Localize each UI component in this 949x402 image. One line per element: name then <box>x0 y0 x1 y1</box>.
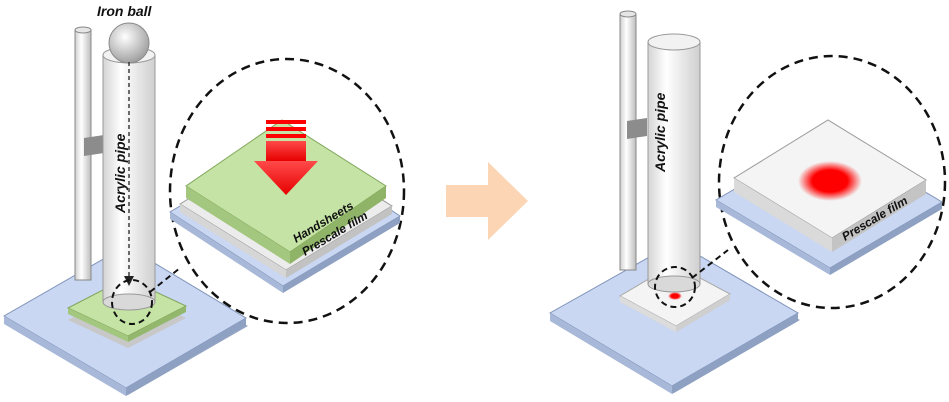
small-impact-mark <box>668 292 682 300</box>
right-clamp <box>627 118 647 139</box>
large-impact-mark <box>798 161 862 201</box>
right-magnifier <box>715 54 947 310</box>
right-film-on-base <box>618 263 732 332</box>
left-zoom-source-circle <box>111 279 153 325</box>
iron-ball-icon <box>108 22 150 64</box>
transition-arrow-icon <box>446 162 528 240</box>
force-arrow-icon <box>254 120 318 195</box>
right-apparatus <box>549 10 947 394</box>
left-clamp <box>84 135 104 156</box>
iron-ball-label: Iron ball <box>97 3 153 19</box>
right-acrylic-pipe-label: Acrylic pipe <box>652 92 668 173</box>
left-support-rod <box>74 26 104 281</box>
right-support-rod <box>619 10 647 271</box>
right-acrylic-pipe <box>647 33 701 293</box>
left-acrylic-pipe-label: Acrylic pipe <box>112 133 128 214</box>
right-zoom-source-circle <box>654 266 696 308</box>
left-apparatus <box>3 22 406 396</box>
left-magnifier <box>168 57 406 325</box>
